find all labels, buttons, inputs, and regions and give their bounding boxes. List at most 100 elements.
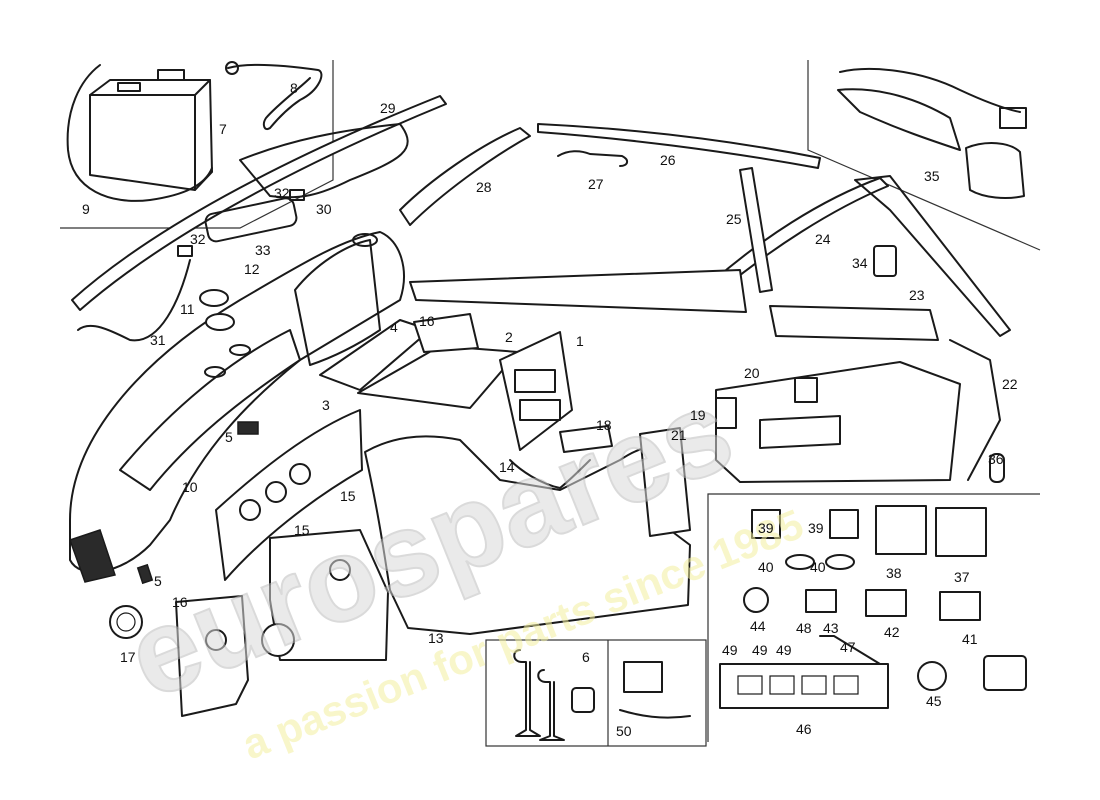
ashtray-18 [559, 425, 613, 453]
callout-32b: 32 [190, 231, 206, 247]
callout-38: 38 [886, 565, 902, 581]
upper-trims [71, 95, 821, 311]
horn-inset-frame [485, 639, 707, 747]
callout-29: 29 [380, 100, 396, 116]
flasher-44 [743, 587, 769, 613]
dash-vent-mid [229, 344, 251, 356]
callout-10: 10 [182, 479, 198, 495]
inset-frames [60, 60, 1041, 747]
door-capping [769, 305, 939, 341]
callout-5b: 5 [154, 573, 162, 589]
callout-11: 11 [180, 301, 195, 317]
callout-36: 36 [988, 451, 1004, 467]
panel-15-hole [329, 559, 351, 581]
side-panel-15-lower [269, 529, 389, 661]
connector-32-upper [289, 189, 305, 201]
roof-rail-26 [537, 123, 821, 169]
door-bin [759, 415, 841, 449]
dash-rail [409, 269, 747, 313]
grommet-lower [261, 623, 295, 657]
door-trim-23 [854, 175, 1011, 337]
callout-44: 44 [750, 618, 766, 634]
bracket-16-lower [175, 595, 249, 717]
battery-top [89, 79, 211, 96]
gauge-hole-1 [239, 499, 261, 521]
callout-26: 26 [660, 152, 676, 168]
console-side-21 [639, 427, 691, 537]
harness-loom [837, 88, 961, 151]
battery-terminal-pos [157, 69, 185, 81]
callout-49b: 49 [752, 642, 768, 658]
battery-inset-frame [60, 60, 334, 229]
fuse-slot-1 [737, 675, 763, 695]
callout-3: 3 [322, 397, 330, 413]
wire-31 [77, 259, 191, 342]
loom-50 [619, 709, 691, 719]
callout-19: 19 [690, 407, 706, 423]
console-group [215, 313, 573, 581]
callout-24: 24 [815, 231, 831, 247]
callout-2: 2 [505, 329, 513, 345]
relay-39a [751, 509, 781, 539]
callout-46: 46 [796, 721, 812, 737]
callout-17: 17 [120, 649, 136, 665]
gear-gaiter-14 [509, 459, 591, 489]
callout-1: 1 [576, 333, 584, 349]
callout-48: 48 [796, 620, 812, 636]
fuse-cover-47 [819, 635, 881, 665]
callout-42: 42 [884, 624, 900, 640]
harness-plug [999, 107, 1027, 129]
callout-47: 47 [840, 639, 856, 655]
callout-12: 12 [244, 261, 260, 277]
gauge-17 [109, 605, 143, 639]
callout-20: 20 [744, 365, 760, 381]
horn-2 [537, 669, 565, 741]
callout-23: 23 [909, 287, 925, 303]
door-card-group [409, 269, 1005, 483]
switch-panel-3 [215, 409, 363, 581]
gauge-17-face [116, 612, 136, 632]
callout-21: 21 [671, 427, 687, 443]
callout-49a: 49 [722, 642, 738, 658]
relay-inset-frame [707, 493, 1040, 742]
kick-panel-22 [949, 339, 1001, 481]
instrument-binnacle [294, 239, 381, 366]
relay-39b [829, 509, 859, 539]
callout-39a: 39 [758, 520, 774, 536]
callout-28: 28 [476, 179, 492, 195]
callout-16b: 16 [172, 594, 188, 610]
relay-group [719, 505, 1027, 709]
relay-43 [805, 589, 837, 613]
callout-5a: 5 [225, 429, 233, 445]
callout-37: 37 [954, 569, 970, 585]
horn-1 [513, 649, 541, 737]
relay-37 [935, 507, 987, 557]
callout-8: 8 [290, 80, 298, 96]
battery-cable [66, 64, 213, 202]
socket-40b [825, 554, 855, 570]
battery-terminal-neg [117, 82, 141, 92]
horn-group [513, 649, 691, 741]
callout-labels: 1 2 3 4 5 5 6 7 8 9 10 11 12 13 14 15 15… [82, 80, 1018, 739]
bracket-16-hole [205, 629, 227, 651]
relay-spare [983, 655, 1027, 691]
bracket-16-upper [413, 313, 479, 353]
callout-15b: 15 [294, 522, 310, 538]
callout-49c: 49 [776, 642, 792, 658]
grommet-11-upper [199, 289, 229, 307]
harness-group [837, 68, 1027, 199]
battery-front [89, 94, 196, 191]
fuse-slot-2 [769, 675, 795, 695]
dash-cowl [119, 329, 301, 491]
battery-side [194, 79, 213, 191]
dashboard-group [69, 189, 405, 583]
callout-25: 25 [726, 211, 742, 227]
pillar-trim-28 [399, 127, 531, 226]
fuse-slot-3 [801, 675, 827, 695]
connector-block-35 [965, 142, 1025, 199]
capacitor-45 [917, 661, 947, 691]
callout-9: 9 [82, 201, 90, 217]
callout-7: 7 [219, 121, 227, 137]
tunnel-group [269, 425, 691, 661]
